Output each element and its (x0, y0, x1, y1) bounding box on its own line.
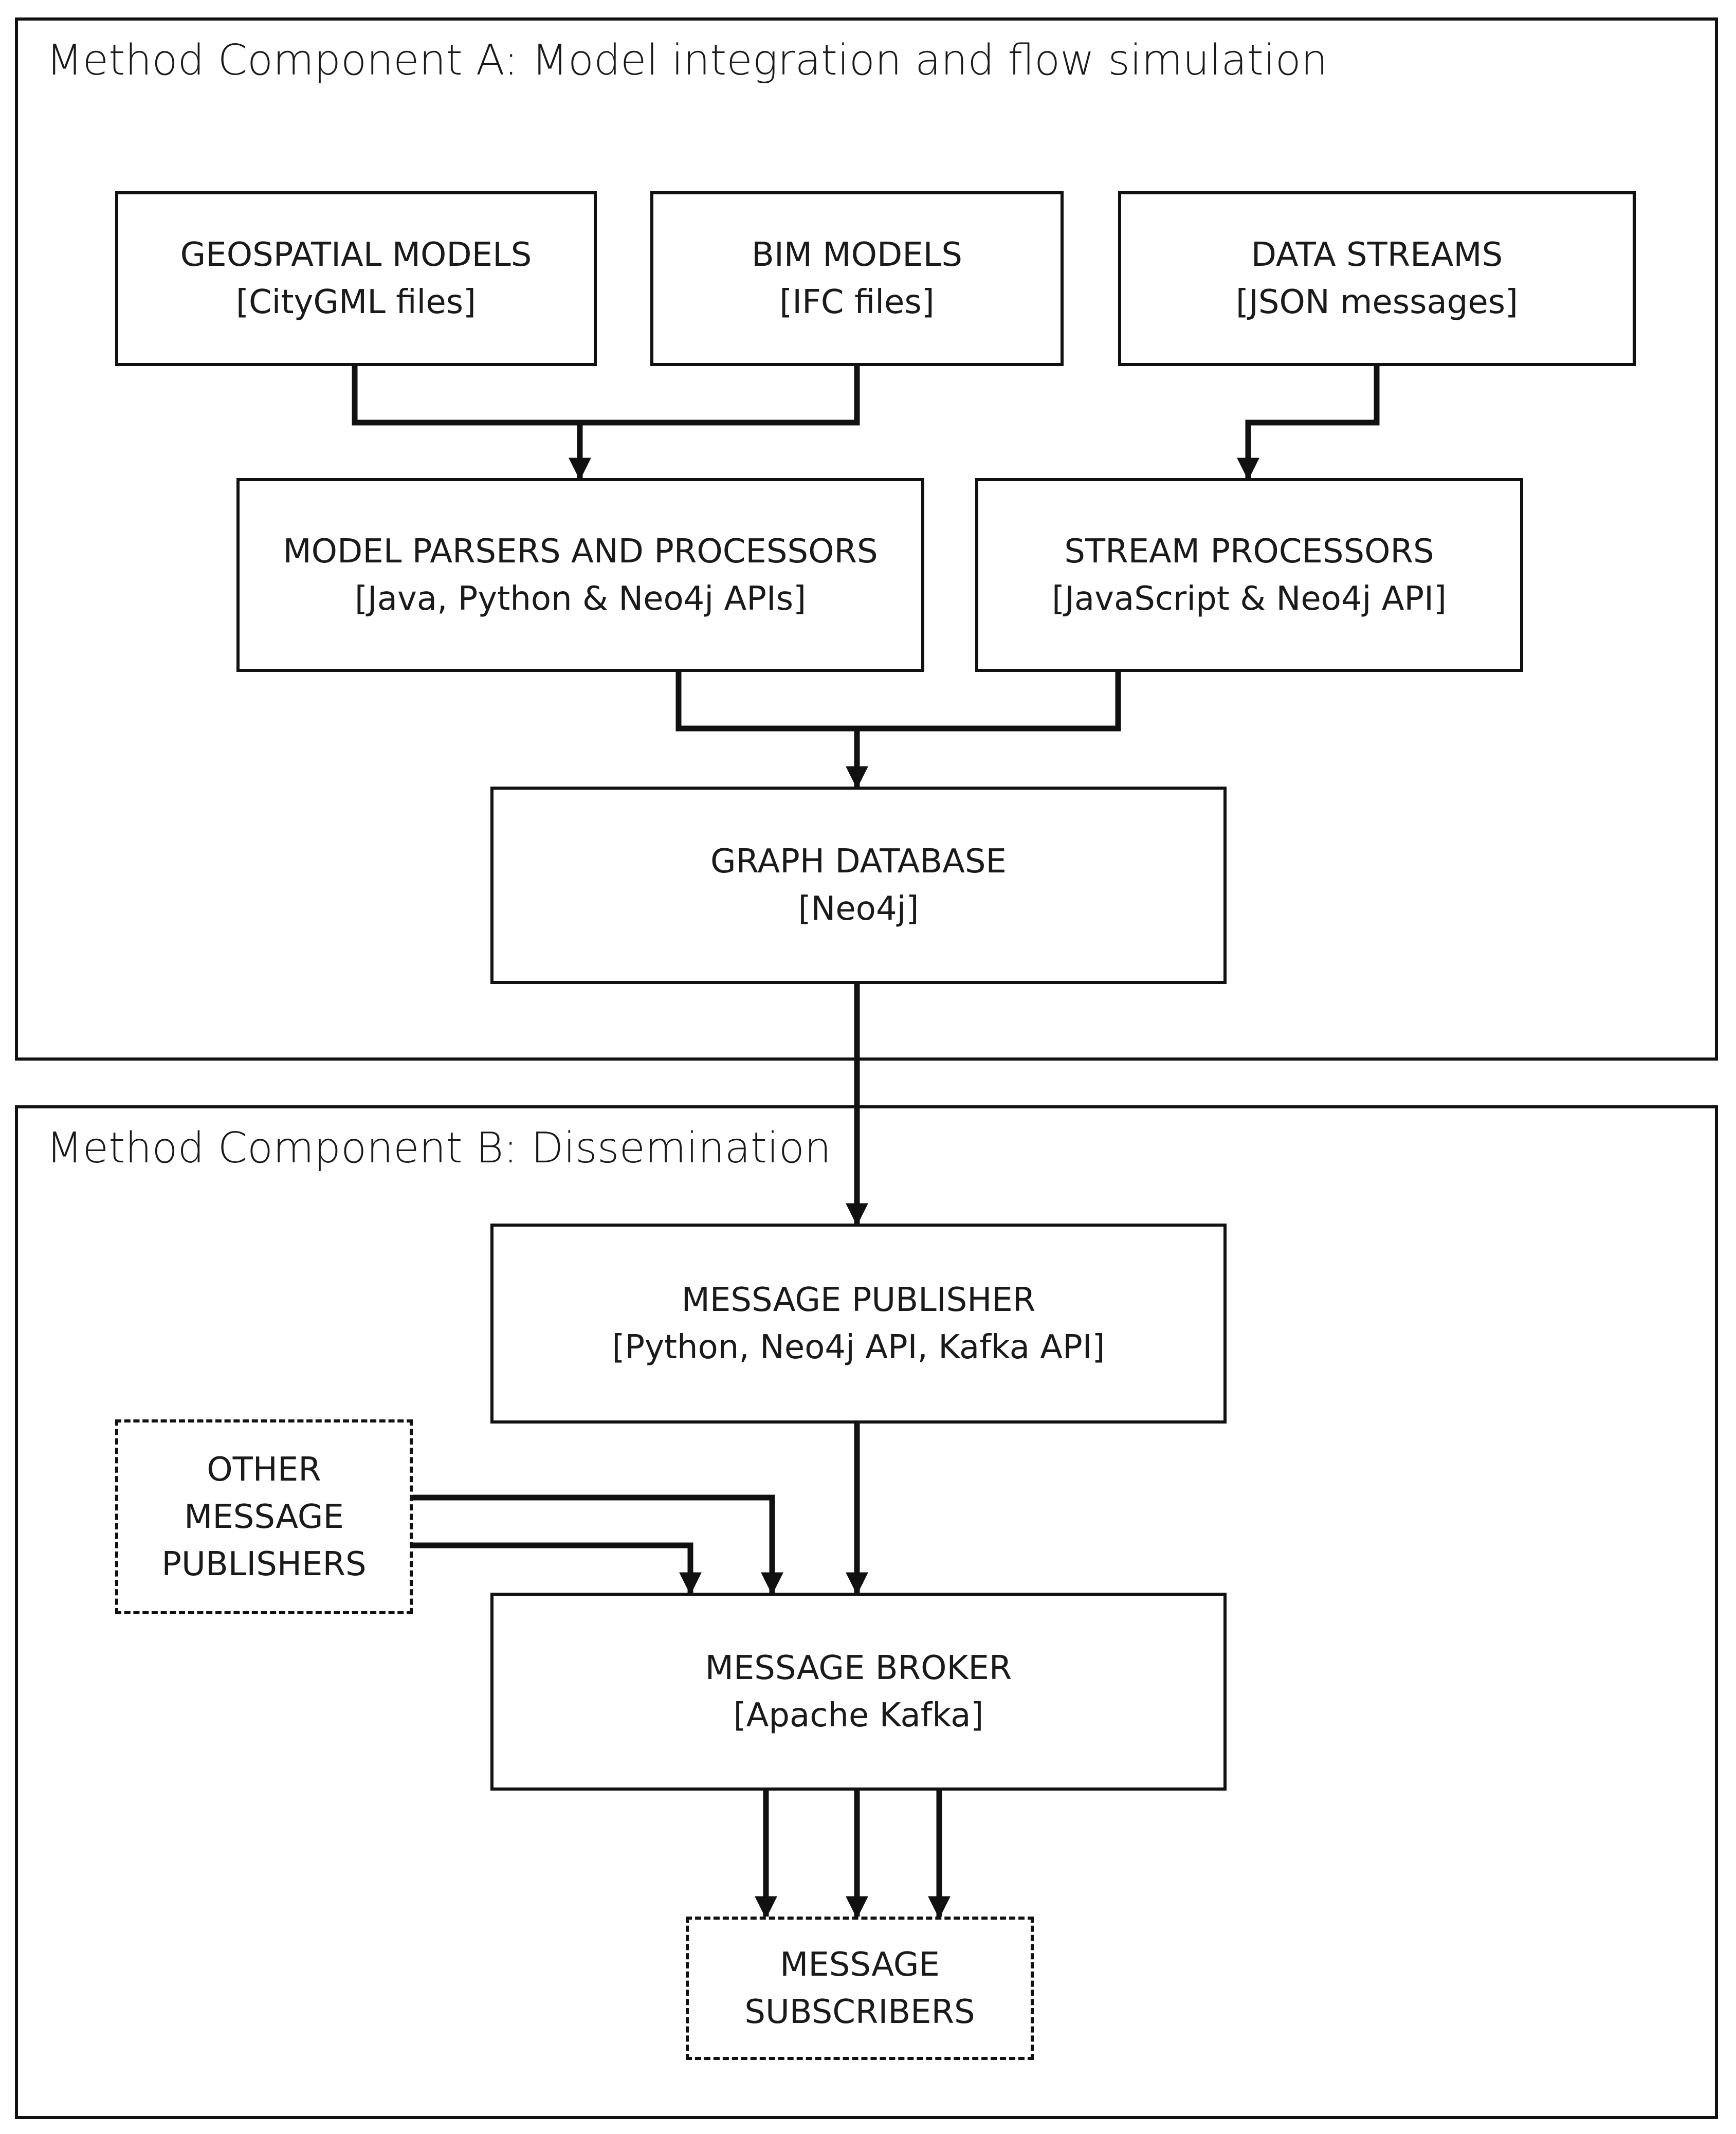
edge-geospatial-parsers (352, 363, 591, 481)
node-label: GRAPH DATABASE (710, 843, 1007, 881)
node-label-line3: PUBLISHERS (161, 1545, 367, 1583)
panel-b-title: Method Component B: Dissemination (46, 1124, 831, 1173)
edge-bim-parsers (580, 363, 860, 426)
node-sublabel: [Java, Python & Neo4j APIs] (354, 579, 807, 618)
node-label: MESSAGE PUBLISHER (681, 1281, 1036, 1319)
panel-a-title: Method Component A: Model integration an… (46, 36, 1328, 85)
node-sublabel: [Python, Neo4j API, Kafka API] (612, 1328, 1105, 1366)
node-label: MODEL PARSERS AND PROCESSORS (283, 532, 878, 571)
node-sublabel: [Apache Kafka] (733, 1696, 984, 1735)
node-label-line2: SUBSCRIBERS (744, 1993, 975, 2031)
node-label: STREAM PROCESSORS (1064, 532, 1434, 571)
edge-parsers-graphdb (675, 669, 868, 789)
node-label-line1: MESSAGE (780, 1945, 940, 1984)
node-label: DATA STREAMS (1251, 236, 1503, 274)
edge-streamproc-graphdb (857, 669, 1121, 732)
node-message-broker[interactable]: MESSAGE BROKER [Apache Kafka] (490, 1593, 1227, 1791)
node-label: GEOSPATIAL MODELS (180, 236, 532, 274)
node-sublabel: [CityGML files] (236, 283, 476, 321)
node-sublabel: [JavaScript & Neo4j API] (1052, 579, 1447, 618)
node-data-streams[interactable]: DATA STREAMS [JSON messages] (1118, 191, 1636, 366)
node-geospatial-models[interactable]: GEOSPATIAL MODELS [CityGML files] (115, 191, 597, 366)
node-label: BIM MODELS (752, 236, 962, 274)
edge-otherpub-broker-1 (410, 1494, 783, 1595)
node-bim-models[interactable]: BIM MODELS [IFC files] (650, 191, 1064, 366)
node-label: MESSAGE BROKER (705, 1649, 1012, 1687)
node-label-line2: MESSAGE (184, 1498, 344, 1536)
node-message-subscribers[interactable]: MESSAGE SUBSCRIBERS (686, 1917, 1034, 2060)
node-sublabel: [IFC files] (779, 283, 935, 321)
node-label-line1: OTHER (207, 1450, 321, 1489)
node-message-publisher[interactable]: MESSAGE PUBLISHER [Python, Neo4j API, Ka… (490, 1224, 1227, 1424)
node-sublabel: [Neo4j] (798, 890, 919, 928)
node-sublabel: [JSON messages] (1236, 283, 1518, 321)
node-graph-database[interactable]: GRAPH DATABASE [Neo4j] (490, 787, 1227, 984)
node-other-message-publishers[interactable]: OTHER MESSAGE PUBLISHERS (115, 1419, 413, 1614)
panel-component-b: Method Component B: Dissemination (15, 1105, 1718, 2119)
node-model-parsers[interactable]: MODEL PARSERS AND PROCESSORS [Java, Pyth… (236, 478, 924, 672)
edge-otherpub-broker-2 (410, 1542, 702, 1595)
node-stream-processors[interactable]: STREAM PROCESSORS [JavaScript & Neo4j AP… (975, 478, 1523, 672)
edge-streams-streamproc (1237, 363, 1380, 481)
panel-component-a: Method Component A: Model integration an… (15, 17, 1718, 1061)
